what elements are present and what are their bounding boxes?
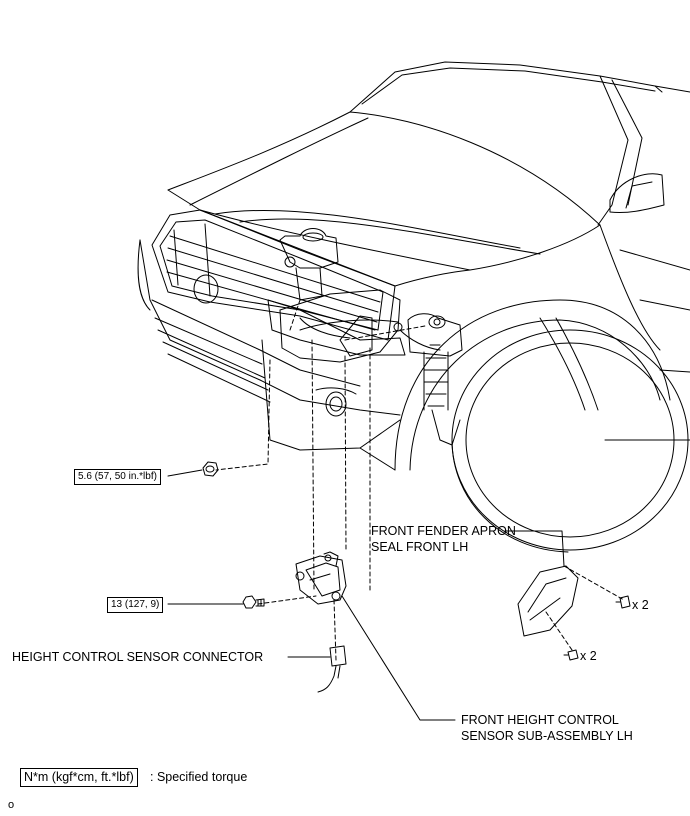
- apron-seal-label-line1: FRONT FENDER APRON: [371, 524, 516, 538]
- vehicle-body: [137, 61, 690, 553]
- sensor-label-line1: FRONT HEIGHT CONTROL: [461, 713, 619, 727]
- clip-count-lower: x 2: [580, 649, 597, 663]
- connector-label: HEIGHT CONTROL SENSOR CONNECTOR: [12, 650, 264, 664]
- front-fender-apron-seal: [517, 565, 579, 637]
- figure-code: o: [8, 799, 15, 811]
- clip-count-upper: x 2: [632, 598, 649, 612]
- height-control-sensor-connector: [317, 645, 347, 693]
- front-height-control-sensor: [295, 551, 347, 605]
- torque-box-bracket-nut: 5.6 (57, 50 in.*lbf): [74, 469, 161, 485]
- torque-legend-text: : Specified torque: [150, 770, 248, 784]
- clip-fasteners: [563, 595, 631, 661]
- solid-leaders: [167, 469, 565, 721]
- bracket-nut: [202, 461, 219, 477]
- torque-box-sensor-bolt: 13 (127, 9): [107, 597, 164, 613]
- torque-legend-unit-box: N*m (kgf*cm, ft.*lbf): [20, 768, 138, 787]
- sensor-label-line2: SENSOR SUB-ASSEMBLY LH: [461, 729, 633, 743]
- sensor-bolt: [242, 595, 265, 609]
- dashed-leaders: [215, 299, 625, 661]
- engine-bay-parts: [279, 228, 463, 446]
- apron-seal-label-line2: SEAL FRONT LH: [371, 540, 469, 554]
